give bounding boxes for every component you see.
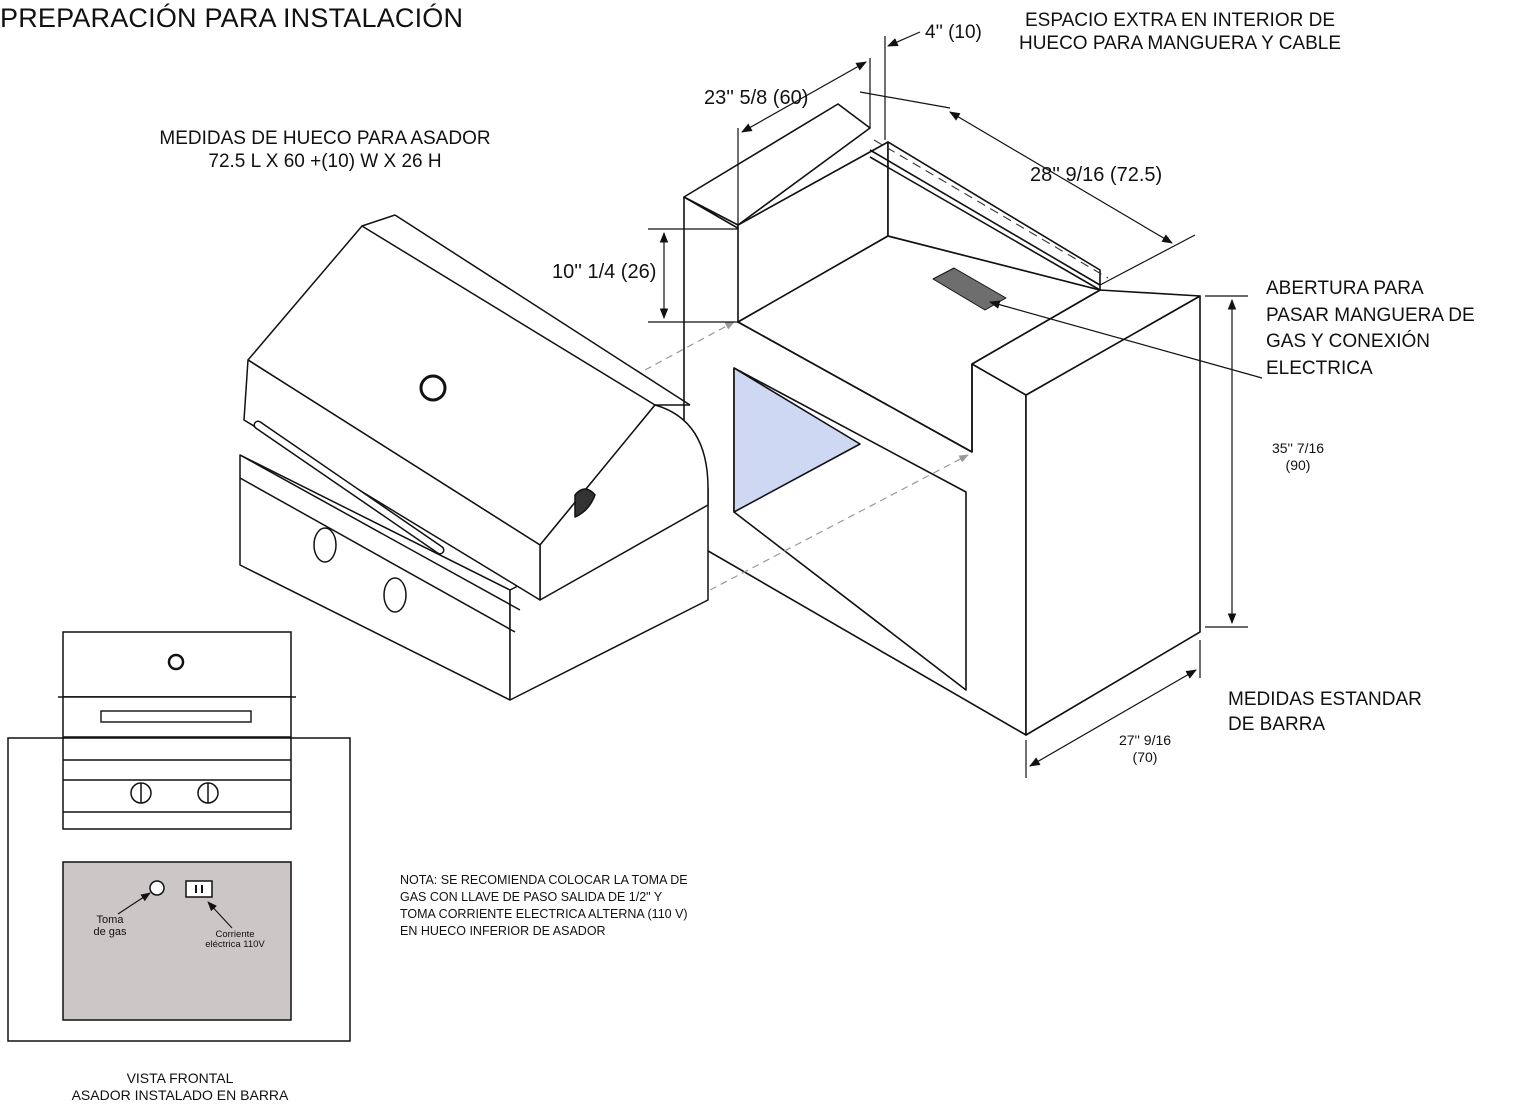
gas-outlet-line1: Toma bbox=[96, 914, 124, 926]
cutout-size-label: MEDIDAS DE HUECO PARA ASADOR 72.5 L X 60… bbox=[135, 128, 515, 174]
note-line3: TOMA CORRIENTE ELECTRICA ALTERNA (110 V) bbox=[400, 906, 688, 921]
front-lower-panel bbox=[62, 861, 292, 1021]
dim-bar-depth-line1: 27'' 9/16 bbox=[1118, 732, 1172, 748]
cutout-size-line2: 72.5 L X 60 +(10) W X 26 H bbox=[208, 150, 442, 172]
dim-length-label: 28'' 9/16 (72.5) bbox=[1030, 164, 1163, 186]
gas-outlet-line2: de gas bbox=[93, 926, 127, 939]
installation-note: NOTA: SE RECOMIENDA COLOCAR LA TOMA DE G… bbox=[400, 872, 688, 940]
extra-space-label: ESPACIO EXTRA EN INTERIOR DE HUECO PARA … bbox=[995, 10, 1365, 56]
dim-bar-height-label: 35'' 7/16 (90) bbox=[1246, 440, 1350, 474]
dim-bar-height-line2: (90) bbox=[1285, 456, 1311, 473]
opening-line3: GAS Y CONEXIÓN bbox=[1266, 331, 1431, 353]
opening-line4: ELECTRICA bbox=[1266, 357, 1373, 379]
dim-bar-depth-label: 27'' 9/16 (70) bbox=[1093, 732, 1197, 766]
dim-bar-height-line1: 35'' 7/16 bbox=[1271, 440, 1325, 456]
note-line4: EN HUECO INFERIOR DE ASADOR bbox=[400, 923, 606, 938]
power-outlet-icon bbox=[185, 880, 213, 898]
dimension-lines bbox=[648, 31, 1263, 778]
opening-label: ABERTURA PARA PASAR MANGUERA DE GAS Y CO… bbox=[1266, 276, 1475, 382]
dim-extra-label: 4'' (10) bbox=[925, 22, 982, 43]
opening-leader-line bbox=[988, 300, 1263, 379]
front-view bbox=[7, 631, 351, 1042]
gas-outlet-icon bbox=[149, 880, 165, 896]
bar-standard-label: MEDIDAS ESTANDAR DE BARRA bbox=[1228, 688, 1422, 737]
front-view-caption: VISTA FRONTAL ASADOR INSTALADO EN BARRA bbox=[40, 1070, 320, 1104]
dim-extra-arrow bbox=[887, 31, 921, 47]
bar-standard-line2: DE BARRA bbox=[1228, 713, 1326, 735]
insert-arrow-top bbox=[644, 321, 735, 371]
dim-cutout-height-label: 10'' 1/4 (26) bbox=[552, 261, 657, 283]
page-title: PREPARACIÓN PARA INSTALACIÓN bbox=[0, 3, 464, 33]
opening-line2: PASAR MANGUERA DE bbox=[1266, 304, 1475, 326]
opening-line1: ABERTURA PARA bbox=[1266, 278, 1424, 299]
front-view-line1: VISTA FRONTAL bbox=[126, 1070, 234, 1086]
bar-standard-line1: MEDIDAS ESTANDAR bbox=[1228, 689, 1422, 710]
grill-iso bbox=[239, 214, 709, 701]
front-view-line2: ASADOR INSTALADO EN BARRA bbox=[71, 1086, 289, 1103]
dim-depth-arrow bbox=[741, 61, 867, 133]
gas-electric-slot bbox=[932, 267, 1007, 311]
gas-outlet-label: Toma de gas bbox=[80, 914, 140, 938]
note-line2: GAS CON LLAVE DE PASO SALIDA DE 1/2" Y bbox=[400, 889, 663, 904]
dim-bar-depth-arrow bbox=[1029, 669, 1197, 767]
cutout-size-line1: MEDIDAS DE HUECO PARA ASADOR bbox=[159, 128, 491, 149]
power-outlet-line2: eléctrica 110V bbox=[205, 939, 265, 951]
bar-cabinet bbox=[683, 103, 1201, 736]
dim-bar-depth-line2: (70) bbox=[1132, 748, 1158, 765]
extra-space-line1: ESPACIO EXTRA EN INTERIOR DE bbox=[1024, 10, 1336, 31]
insert-arrow-bottom bbox=[709, 454, 969, 591]
extra-space-line2: HUECO PARA MANGUERA Y CABLE bbox=[1018, 32, 1342, 54]
dim-length-arrow bbox=[949, 111, 1173, 244]
front-grill-panel bbox=[62, 737, 292, 830]
lower-opening-shade bbox=[733, 367, 861, 513]
dim-depth-label: 23'' 5/8 (60) bbox=[704, 87, 809, 109]
power-outlet-label: Corriente eléctrica 110V bbox=[190, 929, 280, 951]
power-outlet-line1: Corriente bbox=[215, 929, 255, 940]
note-line1: NOTA: SE RECOMIENDA COLOCAR LA TOMA DE bbox=[400, 873, 688, 887]
